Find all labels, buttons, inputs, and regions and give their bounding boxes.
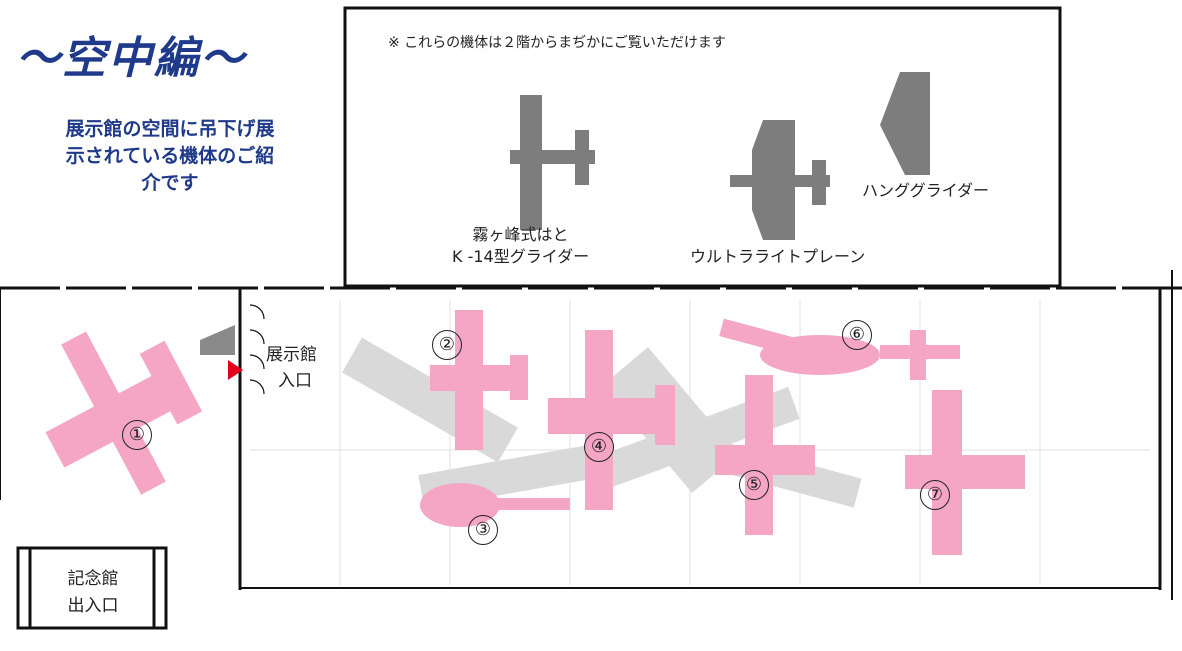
marker-6: ⑥: [842, 320, 872, 350]
aircraft-2: [430, 310, 528, 450]
entrance-doors: [249, 304, 265, 395]
aircraft-7: [905, 390, 1025, 555]
upper-floor-outline: [343, 6, 1062, 288]
intro-text: 展示館の空間に吊下げ展示されている機体のご紹介です: [65, 118, 275, 194]
label-hato-k14-glider: 霧ヶ峰式はと K -14型グライダー: [452, 224, 589, 268]
marker-3: ③: [468, 515, 498, 545]
aircraft-hang-glider: [880, 72, 930, 175]
upper-floor-note: ※ これらの機体は２階からまぢかにご覧いただけます: [388, 35, 726, 51]
aircraft-5: [715, 375, 815, 535]
page-title: 〜空中編〜: [16, 33, 246, 84]
hall-walls: [0, 270, 1182, 600]
entrance-line1: 展示館: [266, 345, 317, 365]
aircraft-4: [548, 330, 675, 510]
marker-7: ⑦: [920, 480, 950, 510]
label-hang-glider: ハンググライダー: [862, 181, 990, 200]
marker-5: ⑤: [739, 470, 769, 500]
label-ultralight-plane: ウルトラライトプレーン: [690, 247, 866, 266]
marker-2: ②: [432, 330, 462, 360]
aircraft-ultralight-plane: [730, 120, 830, 240]
label-hato-line1: 霧ヶ峰式はと: [472, 225, 569, 244]
memorial-entrance-frame: [16, 546, 168, 630]
marker-1: ①: [122, 420, 152, 450]
marker-4: ④: [584, 432, 614, 462]
aircraft-1: [45, 331, 203, 495]
entrance-arrow-icon: [228, 360, 243, 380]
exhibition-hall-entrance-label: 展示館 入口: [266, 342, 317, 394]
memorial-entrance-label: 記念館 出入口: [38, 566, 148, 620]
reception-shape: [200, 325, 235, 355]
memorial-line2: 出入口: [67, 596, 119, 616]
label-hato-line2: K -14型グライダー: [452, 247, 590, 266]
memorial-line1: 記念館: [67, 569, 119, 589]
entrance-line2: 入口: [278, 371, 312, 391]
aircraft-6: [719, 318, 960, 380]
aircraft-hato-k14-glider: [510, 95, 595, 230]
